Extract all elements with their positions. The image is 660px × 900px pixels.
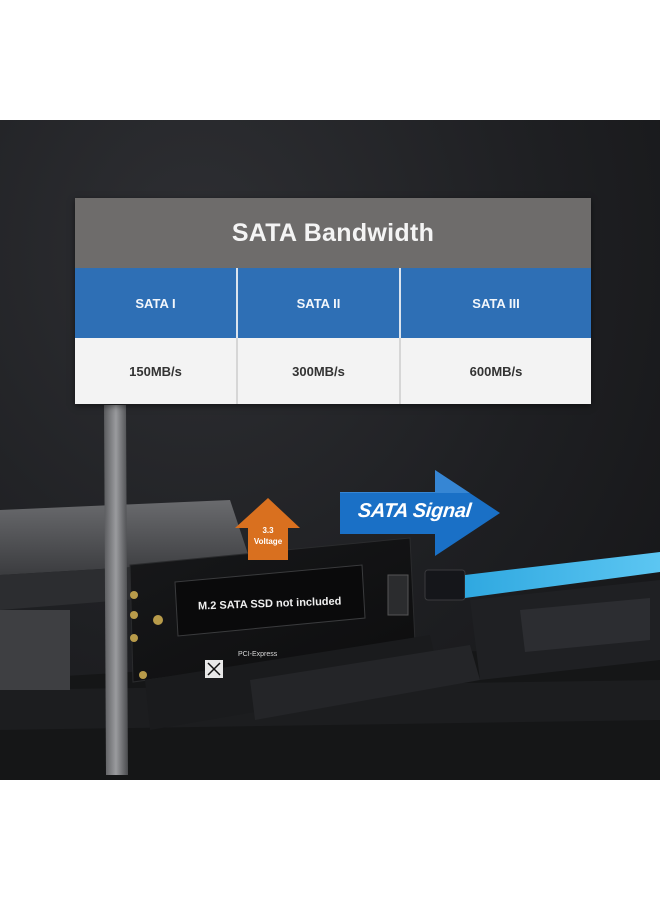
table-cell: 300MB/s (238, 338, 401, 404)
voltage-arrow (235, 498, 300, 560)
table-header-row: SATA I SATA II SATA III (75, 268, 591, 338)
column-header: SATA I (75, 268, 238, 338)
column-header: SATA III (401, 268, 591, 338)
table-title: SATA Bandwidth (75, 198, 591, 268)
voltage-text: Voltage (253, 537, 283, 546)
column-header: SATA II (238, 268, 401, 338)
voltage-label: 3.3 Voltage (243, 525, 293, 547)
voltage-value: 3.3 (262, 526, 274, 535)
sata-signal-label: SATA Signal (356, 500, 473, 522)
pcie-label: PCI-Express (238, 651, 278, 658)
cable-plug (424, 569, 466, 601)
sata-cable (465, 552, 660, 598)
table-cell: 600MB/s (401, 338, 591, 404)
pci-bracket (104, 405, 128, 775)
table-value-row: 150MB/s 300MB/s 600MB/s (75, 338, 591, 404)
table-cell: 150MB/s (75, 338, 238, 404)
sata-connector (387, 574, 409, 616)
sata-bandwidth-table: SATA Bandwidth SATA I SATA II SATA III 1… (75, 198, 591, 404)
gold-contacts (130, 591, 163, 679)
m2-slot (174, 564, 366, 637)
adapter-card-scene (0, 405, 660, 780)
product-photo: SATA Bandwidth SATA I SATA II SATA III 1… (0, 120, 660, 780)
